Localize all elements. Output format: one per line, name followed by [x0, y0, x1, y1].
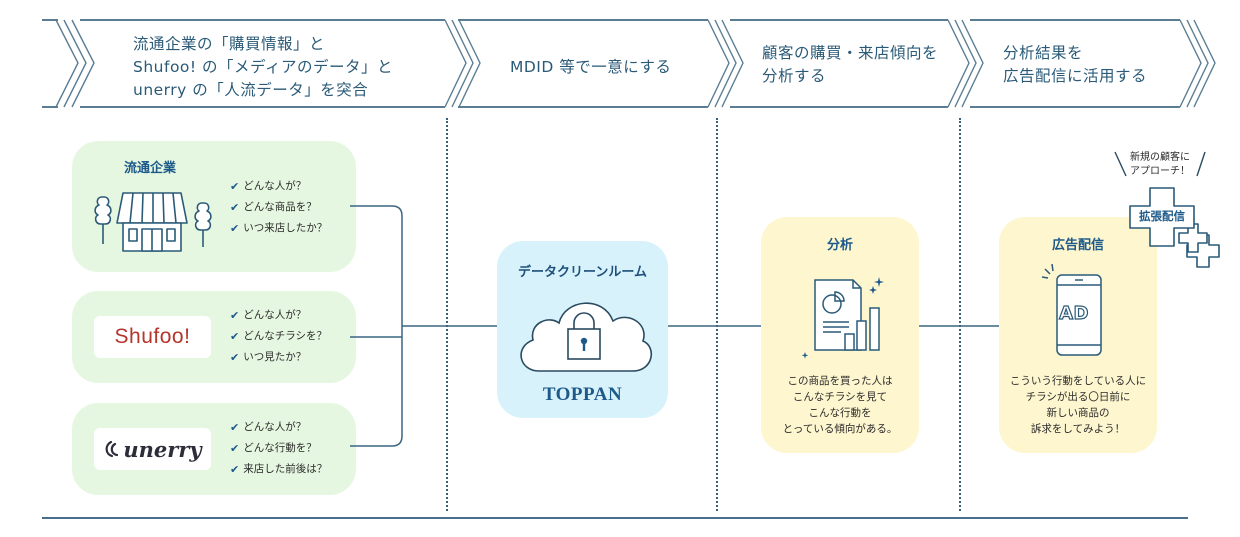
check-item: ✔どんなチラシを？	[230, 326, 327, 347]
chevron-icon	[707, 19, 730, 108]
check-item: ✔いつ見たか？	[230, 347, 327, 368]
check-icon: ✔	[230, 351, 240, 364]
check-text: どんな人が？	[243, 180, 307, 192]
smartphone-ad-icon	[1041, 263, 1102, 356]
merge-bracket	[350, 205, 403, 447]
check-item: ✔どんな商品を？	[230, 197, 327, 218]
header-step-1: 流通企業の「購買情報」と Shufoo! の「メディアのデータ」と unerry…	[133, 33, 393, 102]
check-text: どんな人が？	[243, 309, 307, 321]
chevron-icon	[444, 19, 467, 108]
analysis-description: この商品を買った人は こんなチラシを見て こんな行動を とっている傾向がある。	[761, 373, 919, 437]
check-list: ✔どんな人が？ ✔どんなチラシを？ ✔いつ見たか？	[230, 305, 327, 368]
analysis-card: 分析 この商品を買った人は こんなチラシを見て こんな行動を とっている傾向があ…	[761, 217, 919, 453]
check-text: どんな商品を？	[243, 201, 317, 213]
chevron-icon	[55, 19, 79, 108]
analysis-description-line: この商品を買った人は	[787, 375, 893, 387]
small-cross-icon	[1178, 223, 1208, 253]
expansion-crosses	[1114, 151, 1220, 268]
source-card-shufoo: Shufoo! ✔どんな人が？ ✔どんなチラシを？ ✔いつ見たか？	[72, 291, 356, 383]
check-text: どんな行動を？	[243, 442, 317, 454]
cloud-lock-icon	[520, 302, 653, 372]
expansion-label: 拡張配信	[1139, 209, 1185, 223]
analysis-description-line: とっている傾向がある。	[782, 423, 898, 435]
header-step-3: 顧客の購買・来店傾向を 分析する	[762, 42, 938, 88]
bubble-line: 新規の顧客に	[1130, 152, 1190, 163]
check-icon: ✔	[230, 442, 240, 455]
check-item: ✔どんな行動を？	[230, 438, 327, 459]
ad-description-line: こういう行動をしている人に	[1009, 375, 1147, 387]
ad-delivery-description: こういう行動をしている人に チラシが出る〇日前に 新しい商品の 訴求をしてみよう…	[999, 373, 1157, 437]
column-separator	[959, 118, 961, 511]
large-cross-icon	[1129, 187, 1195, 247]
report-chart-icon	[801, 277, 884, 359]
bubble-slash-icon	[1196, 151, 1206, 177]
bottom-rule	[42, 517, 1188, 519]
check-icon: ✔	[230, 309, 240, 322]
column-separator	[716, 118, 718, 511]
check-list: ✔どんな人が？ ✔どんな行動を？ ✔来店した前後は？	[230, 417, 327, 480]
shufoo-logo-text: Shufoo!	[114, 325, 191, 348]
header-step-4: 分析結果を 広告配信に活用する	[1003, 42, 1147, 88]
store-icon	[94, 192, 212, 252]
header-step-4-line: 分析結果を	[1003, 44, 1084, 62]
chevron-icon	[1179, 19, 1202, 108]
check-item: ✔どんな人が？	[230, 176, 327, 197]
toppan-logo: TOPPAN	[542, 384, 623, 405]
chevron-group	[55, 19, 1216, 108]
check-icon: ✔	[230, 222, 240, 235]
check-text: どんな人が？	[243, 421, 307, 433]
chevron-icon	[947, 19, 970, 108]
check-item: ✔いつ来店したか？	[230, 218, 327, 239]
analysis-description-line: こんなチラシを見て	[792, 391, 888, 403]
bubble-slash-icon	[1114, 151, 1127, 177]
process-header	[42, 19, 1216, 108]
check-icon: ✔	[230, 201, 240, 214]
bubble-line: アプローチ！	[1130, 166, 1190, 177]
card-title: 流通企業	[124, 161, 177, 176]
ad-description-line: 新しい商品の	[1046, 407, 1110, 419]
check-icon: ✔	[230, 421, 240, 434]
ad-description-line: チラシが出る〇日前に	[1025, 391, 1131, 403]
header-step-1-line: unerry の「人流データ」を突合	[133, 81, 369, 99]
check-icon: ✔	[230, 180, 240, 193]
check-list: ✔どんな人が？ ✔どんな商品を？ ✔いつ来店したか？	[230, 176, 327, 239]
unerry-logo: unerry	[94, 428, 211, 470]
header-step-2: MDID 等で一意にする	[510, 56, 671, 79]
small-cross-icon	[1186, 234, 1220, 268]
header-step-1-line: Shufoo! の「メディアのデータ」と	[133, 58, 393, 76]
analysis-description-line: こんな行動を	[808, 407, 872, 419]
ad-description-line: 訴求をしてみよう！	[1030, 423, 1126, 435]
check-text: 来店した前後は？	[243, 463, 328, 475]
clean-room-card: データクリーンルーム TOPPAN	[497, 241, 668, 418]
header-step-1-line: 流通企業の「購買情報」と	[133, 35, 326, 53]
check-text: どんなチラシを？	[243, 330, 328, 342]
analysis-title: 分析	[826, 238, 853, 253]
check-icon: ✔	[230, 463, 240, 476]
unerry-logo-text: unerry	[123, 436, 202, 462]
check-item: ✔来店した前後は？	[230, 459, 327, 480]
header-step-3-line: 分析する	[762, 67, 827, 85]
header-step-3-line: 顧客の購買・来店傾向を	[762, 44, 939, 62]
ad-screen-text: AD	[1058, 302, 1089, 324]
ad-delivery-title: 広告配信	[1051, 238, 1104, 253]
expansion-bubble: 新規の顧客に アプローチ！	[1118, 151, 1202, 179]
clean-room-title: データクリーンルーム	[518, 265, 647, 280]
header-step-2-line: MDID 等で一意にする	[510, 58, 672, 76]
header-step-4-line: 広告配信に活用する	[1003, 67, 1148, 85]
shufoo-logo: Shufoo!	[94, 316, 211, 358]
unerry-swoosh-icon	[105, 440, 119, 458]
check-text: いつ来店したか？	[243, 222, 328, 234]
source-card-unerry: unerry ✔どんな人が？ ✔どんな行動を？ ✔来店した前後は？	[72, 403, 356, 495]
ad-delivery-card: 広告配信 AD こういう行動をしている人に チラシが出る〇日前に 新しい商品の …	[999, 217, 1157, 453]
source-card-retailer: 流通企業 ✔どんな人が？ ✔どんな商品を？ ✔いつ来店したか？	[72, 141, 356, 272]
check-item: ✔どんな人が？	[230, 417, 327, 438]
column-separator	[446, 118, 448, 511]
check-text: いつ見たか？	[243, 351, 307, 363]
check-item: ✔どんな人が？	[230, 305, 327, 326]
check-icon: ✔	[230, 330, 240, 343]
